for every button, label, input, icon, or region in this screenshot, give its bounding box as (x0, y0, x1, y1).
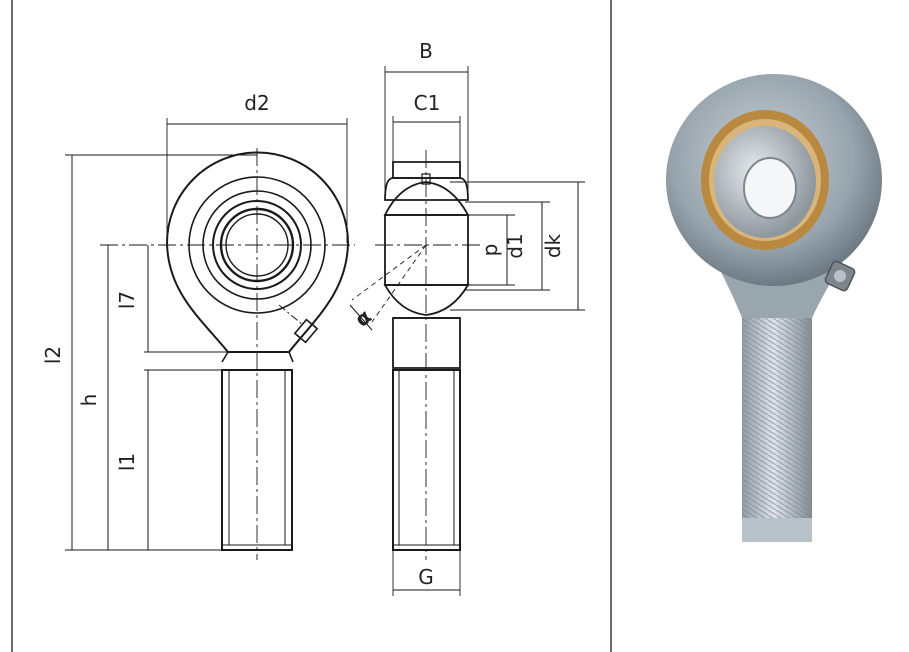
label-h: h (77, 394, 101, 407)
label-alpha: α (350, 304, 376, 331)
label-dk: dk (541, 233, 565, 258)
frame-lines (11, 0, 612, 652)
label-l7: l7 (115, 291, 139, 309)
label-G: G (418, 565, 434, 589)
label-d1: d1 (503, 233, 527, 258)
label-B: B (419, 39, 433, 63)
side-view (349, 150, 480, 560)
label-l1: l1 (115, 453, 139, 471)
label-d: d (481, 244, 505, 257)
label-d2: d2 (244, 91, 269, 115)
front-view (100, 148, 355, 560)
rod-end-bearing-photo-icon (666, 74, 882, 542)
label-l2: l2 (41, 346, 65, 364)
dimension-labels: B C1 d2 d d1 dk l2 h l7 l1 G α (41, 39, 565, 589)
front-dimensions (65, 118, 348, 551)
label-C1: C1 (414, 91, 441, 115)
side-dimensions (384, 66, 585, 596)
